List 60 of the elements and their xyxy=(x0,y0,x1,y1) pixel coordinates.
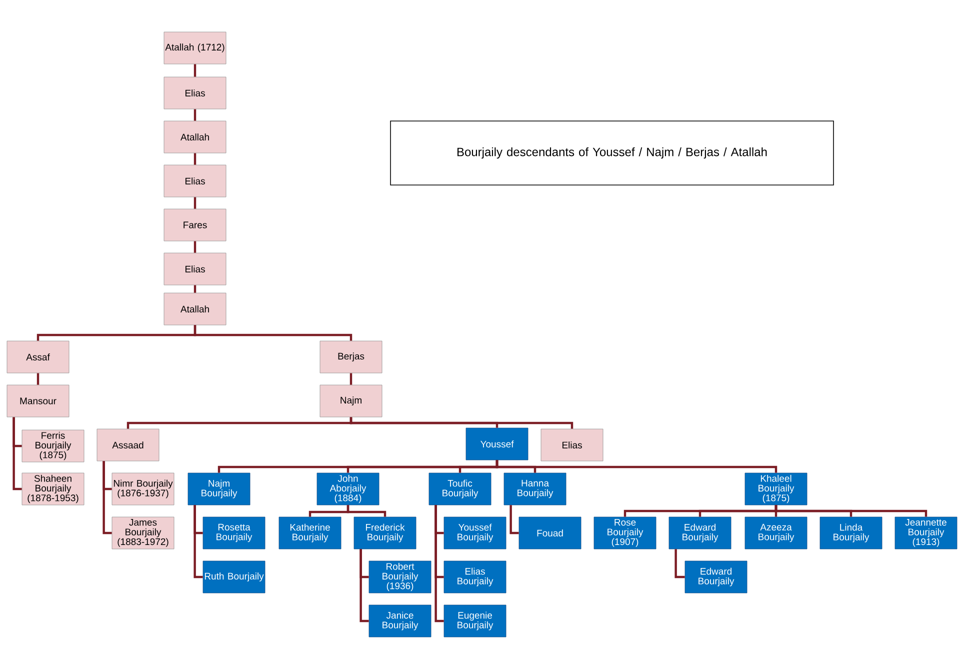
connector-line xyxy=(194,153,196,165)
connector-line xyxy=(194,197,196,209)
person-box: Youssef xyxy=(466,428,528,460)
person-box: Youssef Bourjaily xyxy=(444,516,506,550)
person-box: Elias xyxy=(164,252,226,286)
person-box: Elias xyxy=(164,164,226,198)
person-box: Mansour xyxy=(6,384,70,418)
person-box: Robert Bourjaily (1936) xyxy=(368,560,432,594)
connector-line xyxy=(194,109,196,121)
person-box: Najm xyxy=(320,384,382,418)
person-box: Edward Bourjaily xyxy=(668,516,732,550)
connector-line xyxy=(194,285,196,293)
connector-line xyxy=(360,549,369,622)
person-box: Hanna Bourjaily xyxy=(504,472,566,506)
connector-line xyxy=(194,64,196,77)
person-box: Azeeza Bourjaily xyxy=(744,516,808,550)
connector-line xyxy=(350,417,574,429)
connector-line xyxy=(194,241,196,253)
connector-line xyxy=(434,505,444,622)
person-box: John Aborjaily (1884) xyxy=(316,472,380,506)
connector-line xyxy=(350,373,352,385)
connector-line xyxy=(102,461,112,534)
person-box: Ruth Bourjaily xyxy=(202,560,266,594)
person-box: Khaleel Bourjaily (1875) xyxy=(744,472,808,506)
person-box: Janice Bourjaily xyxy=(368,604,432,638)
person-box: Toufic Bourjaily xyxy=(428,472,492,506)
person-box: Fares xyxy=(164,208,226,242)
person-box: Eugenie Bourjaily xyxy=(444,604,506,638)
title-box: Bourjaily descendants of Youssef / Najm / Berjas / Atallah xyxy=(390,120,834,186)
person-box: Shaheen Bourjaily (1878-1953) xyxy=(22,472,84,506)
person-box: Assaad xyxy=(96,428,160,462)
person-box: James Bourjaily (1883-1972) xyxy=(112,516,174,550)
person-box: Edward Bourjaily xyxy=(684,560,748,594)
person-box: Berjas xyxy=(320,340,382,374)
person-box: Assaf xyxy=(6,340,70,374)
connector-line xyxy=(774,505,928,517)
connector-line xyxy=(194,505,203,578)
person-box: Elias Bourjaily xyxy=(444,560,506,594)
person-box: Atallah xyxy=(164,120,226,154)
person-box: Frederick Bourjaily xyxy=(354,516,416,550)
person-box: Elias xyxy=(540,428,604,462)
person-box: Jeannette Bourjaily (1913) xyxy=(894,516,958,550)
person-box: Fouad xyxy=(518,516,582,550)
person-box: Katherine Bourjaily xyxy=(278,516,342,550)
person-box: Rosetta Bourjaily xyxy=(202,516,266,550)
connector-line xyxy=(346,505,386,517)
connector-line xyxy=(36,373,40,385)
connector-line xyxy=(496,460,778,473)
person-box: Najm Bourjaily xyxy=(188,472,250,506)
person-box: Ferris Bourjaily (1875) xyxy=(22,430,84,462)
person-box: Nimr Bourjaily (1876-1937) xyxy=(112,472,174,506)
connector-line xyxy=(674,549,685,578)
connector-line xyxy=(510,505,519,534)
connector-line xyxy=(194,325,352,341)
person-box: Linda Bourjaily xyxy=(820,516,882,550)
person-box: Atallah (1712) xyxy=(164,32,226,64)
connector-line xyxy=(12,417,22,490)
person-box: Atallah xyxy=(164,292,226,326)
person-box: Rose Bourjaily (1907) xyxy=(594,516,656,550)
person-box: Elias xyxy=(164,76,226,110)
